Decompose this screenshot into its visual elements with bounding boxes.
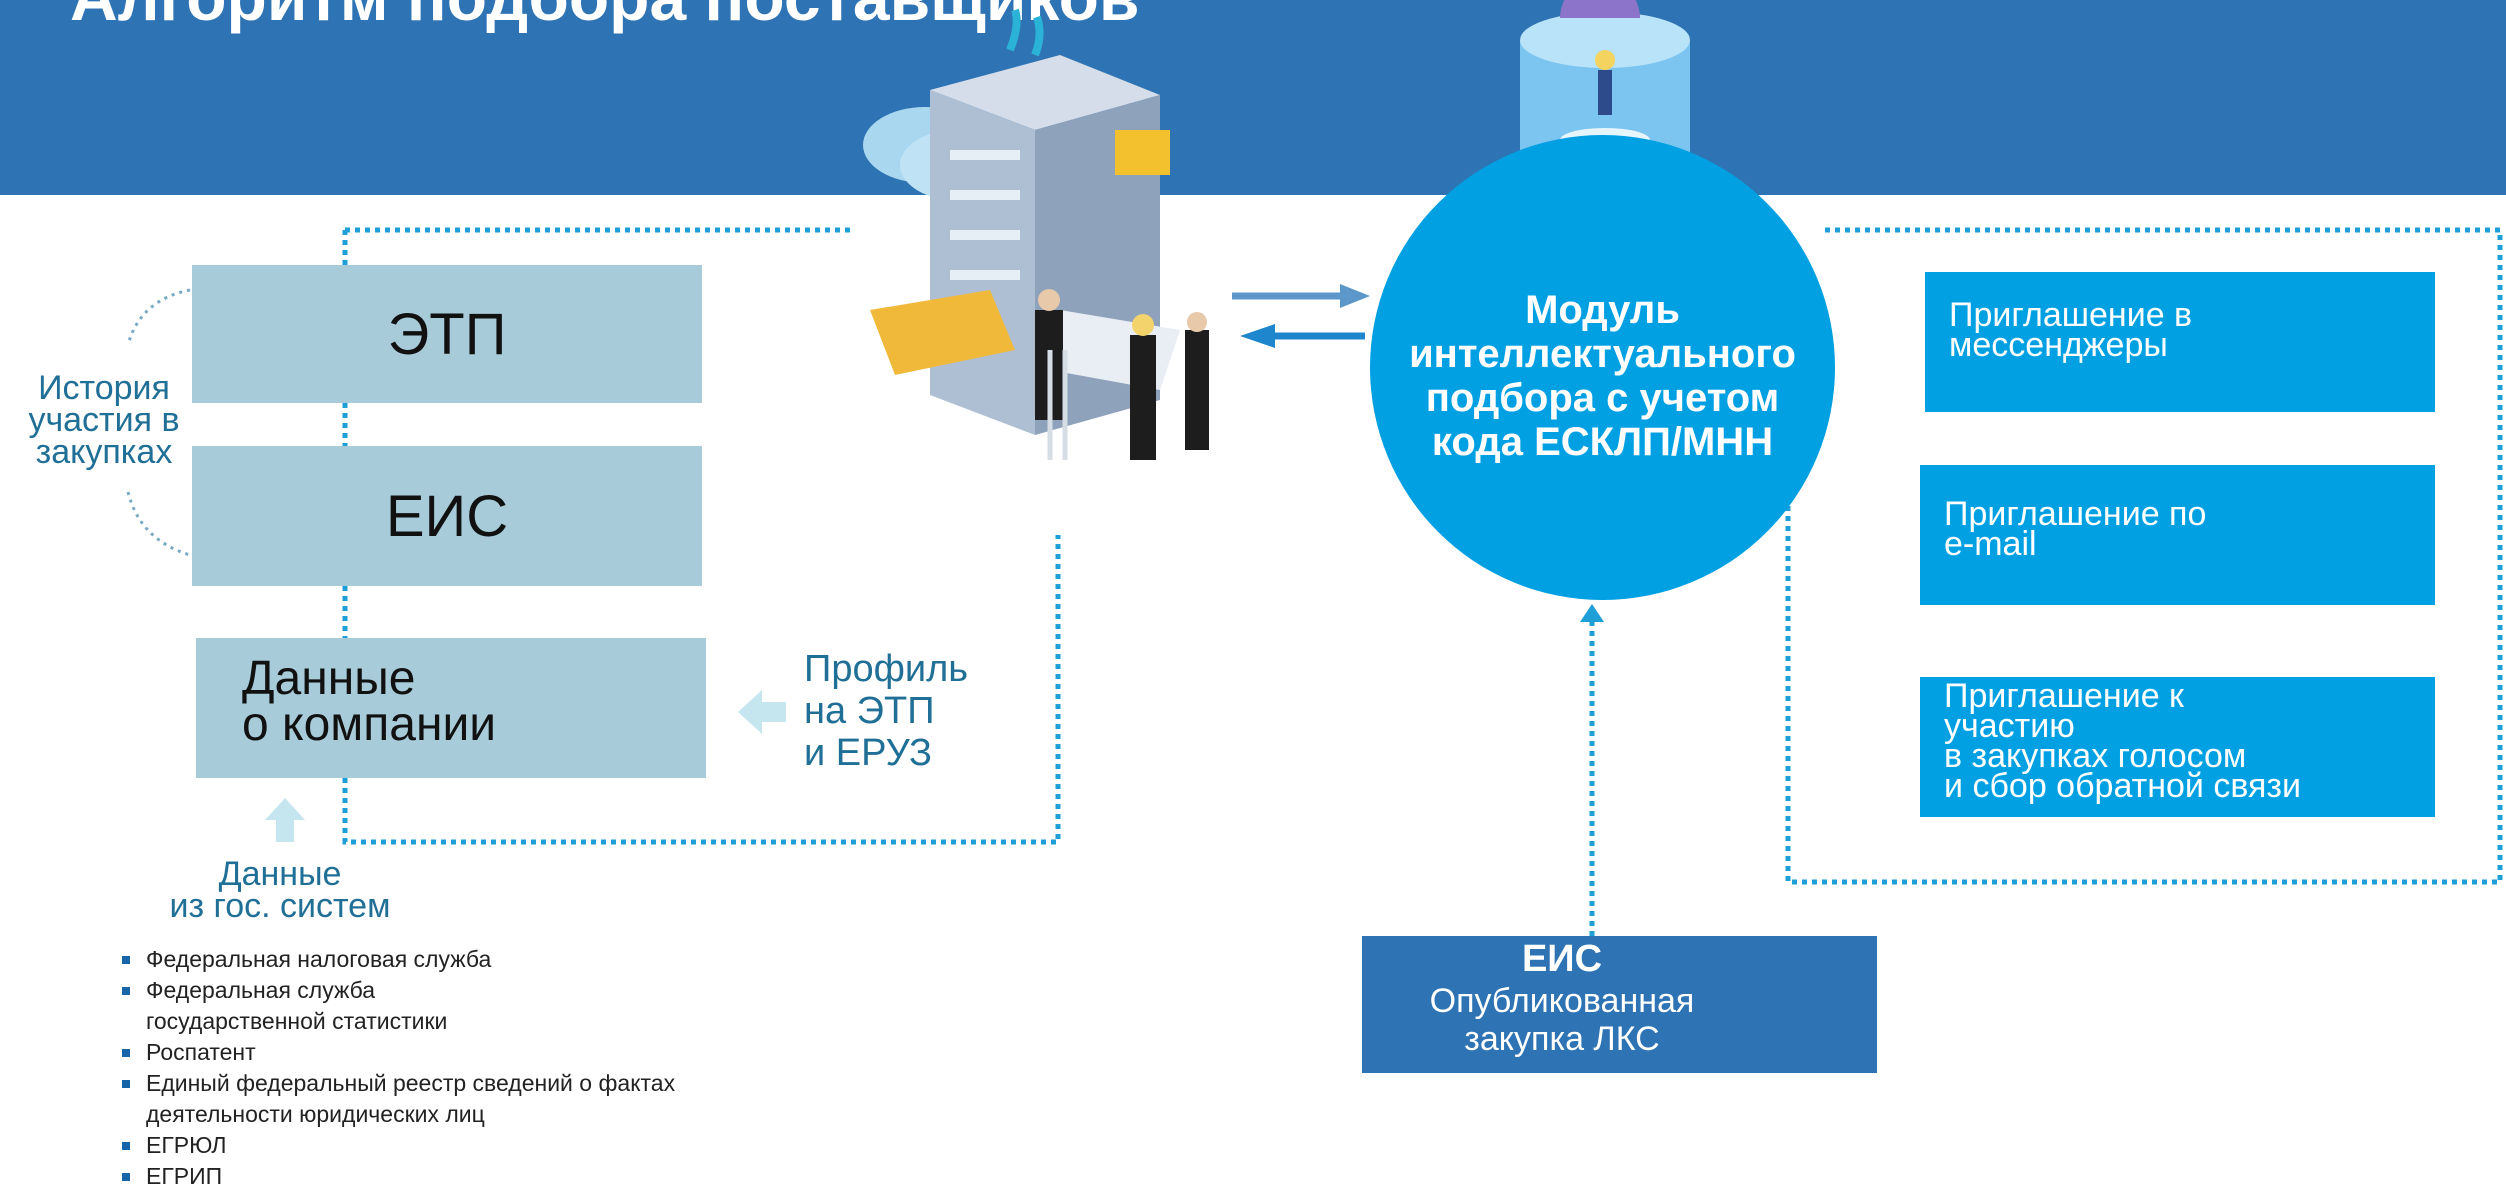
history-bracket-top	[126, 288, 191, 346]
etp-box: ЭТП	[192, 265, 702, 403]
server-illustration	[863, 8, 1209, 460]
invite-messenger-box: Приглашение в мессенджеры	[1925, 272, 2435, 412]
company-data-label: Данные о компании	[242, 652, 497, 751]
eis-label: ЕИС	[385, 483, 509, 549]
list-item: Федеральная служба государственной стати…	[120, 975, 820, 1037]
arrow-left-head	[1240, 324, 1275, 348]
module-circle	[1370, 135, 1835, 600]
list-item: Роспатент	[120, 1037, 820, 1068]
profile-label: Профиль на ЭТП и ЕРУЗ	[804, 648, 969, 774]
invite-voice-box: Приглашение к участию в закупках голосом…	[1920, 677, 2435, 817]
module-label: Модуль интеллектуального подбора с учето…	[1409, 288, 1796, 464]
etp-label: ЭТП	[387, 301, 507, 367]
invite-messenger-label: Приглашение в мессенджеры	[1949, 296, 2193, 364]
eis-box: ЕИС	[192, 446, 702, 586]
eis-procurement-title: ЕИС	[1521, 938, 1603, 980]
connector-bottom-loop	[342, 535, 1061, 845]
connector-right-loop	[1785, 227, 2503, 885]
list-item: Федеральная налоговая служба	[120, 944, 820, 975]
eis-procurement-box: ЕИС Опубликованная закупка ЛКС	[1362, 936, 1877, 1073]
invite-email-label: Приглашение по e-mail	[1944, 495, 2207, 563]
arrow-up-head	[1580, 604, 1604, 622]
history-label: История участия в закупках	[28, 369, 180, 471]
header-banner	[0, 0, 2506, 195]
profile-arrow	[738, 690, 786, 734]
list-item: ЕГРЮЛ	[120, 1130, 820, 1161]
history-bracket-bottom	[126, 491, 191, 557]
arrow-right-head	[1340, 284, 1370, 308]
eis-procurement-text: Опубликованная закупка ЛКС	[1429, 982, 1695, 1058]
gov-data-arrow	[265, 798, 305, 842]
invite-voice-label: Приглашение к участию в закупках голосом…	[1944, 677, 2301, 805]
sources-list: Федеральная налоговая служба Федеральная…	[120, 944, 820, 1192]
list-item: Единый федеральный реестр сведений о фак…	[120, 1068, 820, 1130]
company-data-box: Данные о компании	[196, 638, 706, 778]
gov-data-label: Данные из гос. систем	[169, 855, 391, 925]
list-item: ЕГРИП	[120, 1161, 820, 1192]
invite-email-box: Приглашение по e-mail	[1920, 465, 2435, 605]
page-title: Алгоритм подбора поставщиков	[70, 0, 1139, 30]
